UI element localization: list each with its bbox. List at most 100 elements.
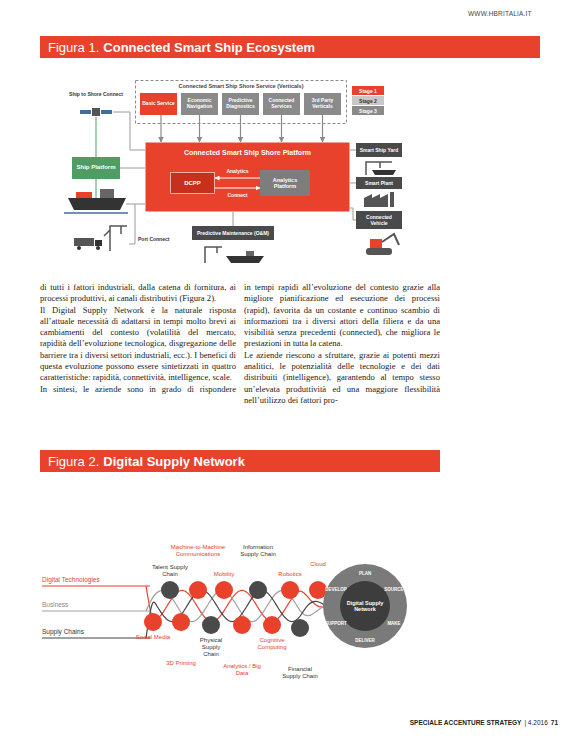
node-text: Smart Plant — [358, 180, 400, 186]
connector-label: Connect — [227, 192, 249, 198]
platform-box-fill — [146, 143, 350, 212]
ship-platform-box: Ship Platform — [72, 157, 120, 179]
node-text: Connected Smart Ship Shore Service (Vert… — [135, 83, 347, 89]
factory — [364, 194, 388, 207]
body-paragraph: di tutti i fattori industriali, dalla ca… — [40, 282, 236, 305]
node-text: Analytics Platform — [262, 177, 308, 190]
supply-line — [42, 637, 150, 638]
topic-label: Machine-to-Machine Communications — [170, 544, 226, 558]
connector-line — [215, 178, 260, 179]
legend-swatch: Stage 3 — [352, 106, 384, 115]
topic-circle: Machine-to-Machine Communications — [189, 581, 207, 599]
truck-cab — [95, 240, 102, 246]
connector-line — [240, 115, 241, 142]
port-illustration — [74, 226, 127, 251]
uplink-wire — [96, 117, 97, 157]
business-line — [42, 610, 150, 611]
excavator-arm — [382, 234, 399, 245]
node-text: Connected Smart Ship Ecosystem — [103, 40, 315, 55]
excavator-cab — [370, 239, 382, 248]
ship-cargo — [76, 192, 92, 198]
connector-label: Analytics — [225, 168, 249, 174]
legend-text: Stage 3 — [359, 108, 377, 114]
row-lines — [42, 586, 150, 638]
satellite-body — [92, 108, 100, 116]
row-label: Business — [42, 601, 68, 608]
ship-hull — [68, 198, 126, 210]
ship-wire — [96, 179, 97, 198]
technology-line — [42, 585, 150, 586]
node-text: Figura 2. — [48, 454, 99, 469]
body-paragraph: Il Digital Supply Network è la naturale … — [40, 305, 236, 384]
vehicle-icon — [366, 234, 399, 255]
topic-circle: Robotics — [281, 581, 299, 599]
topic-label: Information Supply Chain — [235, 544, 281, 558]
text-column: in tempi rapidi all’evoluzione del conte… — [244, 282, 440, 406]
topic-circle: Analytics / Big Data — [233, 616, 251, 634]
service-box: Economic Navigation — [181, 93, 218, 115]
link-label: Port Connect — [138, 236, 169, 242]
topic-label: Analytics / Big Data — [220, 663, 264, 677]
topic-circle: Cognitive Computing — [263, 616, 281, 634]
footer-text: | 4.2016 — [524, 719, 547, 726]
verticals-group: Basic Service Economic Navigation Predicti… — [135, 80, 347, 124]
node-text: Figura 1. — [48, 40, 99, 55]
topic-circle: Physical Supply Chain — [202, 616, 220, 634]
site-header: WWW.HBRITALIA.IT — [468, 10, 532, 17]
solar-panel — [80, 110, 91, 114]
topic-label: Cloud — [303, 561, 333, 568]
node-text: Ship Platform — [74, 164, 118, 171]
container-fills — [136, 81, 350, 212]
truck-trailer — [74, 238, 94, 246]
legend-text: Stage 1 — [359, 88, 377, 94]
connector-line — [120, 168, 145, 169]
page-number: 71 — [551, 719, 558, 726]
analytics-box: Analytics Platform — [260, 170, 310, 196]
topic-label: Financial Supply Chain — [280, 666, 320, 680]
yard-ship — [372, 170, 396, 175]
shore-wire — [113, 112, 145, 150]
satellite-icon — [80, 108, 112, 116]
node-text: Predictive Diagnostics — [224, 98, 257, 110]
topic-circle: Mobility — [215, 581, 233, 599]
ship-bridge — [100, 189, 114, 198]
row-label: Supply Chains — [42, 628, 84, 635]
node-text: Connected Smart Ship Shore Platform — [145, 149, 350, 156]
topic-label: Cognitive Computing — [251, 637, 293, 651]
service-box: Connected Services — [263, 93, 300, 115]
body-paragraph: Le aziende riescono a sfruttare, grazie … — [244, 350, 440, 406]
shipyard-icon — [366, 162, 396, 175]
connector-line — [233, 212, 234, 226]
topic-label: Social Media — [135, 634, 171, 641]
body-paragraph: in tempi rapidi all’evoluzione del conte… — [244, 282, 440, 350]
page-footer: SPECIALE ACCENTURE STRATEGY| 4.2016 71 — [410, 719, 558, 726]
text-column: di tutti i fattori industriali, dalla ca… — [40, 282, 236, 395]
connector-line — [199, 115, 200, 142]
topic-circle: Talent Supply Chain — [161, 581, 179, 599]
node-text: Digital Supply Network — [103, 454, 245, 469]
footer-text: SPECIALE ACCENTURE STRATEGY — [410, 719, 522, 726]
body-paragraph: In sintesi, le aziende sono in grado di … — [40, 384, 236, 395]
node-text: Basic Service — [142, 101, 175, 107]
topic-circle: 3D Printing — [172, 613, 190, 631]
service-box: Basic Service — [140, 93, 177, 115]
endpoint-box: Connected Vehicle — [356, 211, 402, 229]
dock-crane — [205, 247, 222, 263]
legend-swatch: Stage 2 — [352, 96, 384, 105]
network-ring: Digital Supply Network — [323, 564, 407, 648]
legend-text: Stage 2 — [359, 98, 377, 104]
figure-title-bar: Figura 1. Connected Smart Ship Ecosystem — [40, 36, 540, 58]
connector-line — [160, 115, 161, 142]
topic-circle: Financial Supply Chain — [291, 619, 309, 637]
node-text: 3rd Party Verticals — [306, 98, 339, 110]
topic-circle: Information Supply Chain — [249, 581, 267, 599]
solar-panel — [101, 110, 112, 114]
node-text: Predictive Maintenance (O&M) — [194, 230, 272, 236]
connector-line — [281, 115, 282, 142]
node-text: Smart Ship Yard — [358, 147, 400, 153]
ship-illustration — [64, 189, 128, 213]
truck-wheel — [96, 246, 100, 250]
water-line — [64, 212, 128, 214]
service-box: 3rd Party Verticals — [304, 93, 341, 115]
